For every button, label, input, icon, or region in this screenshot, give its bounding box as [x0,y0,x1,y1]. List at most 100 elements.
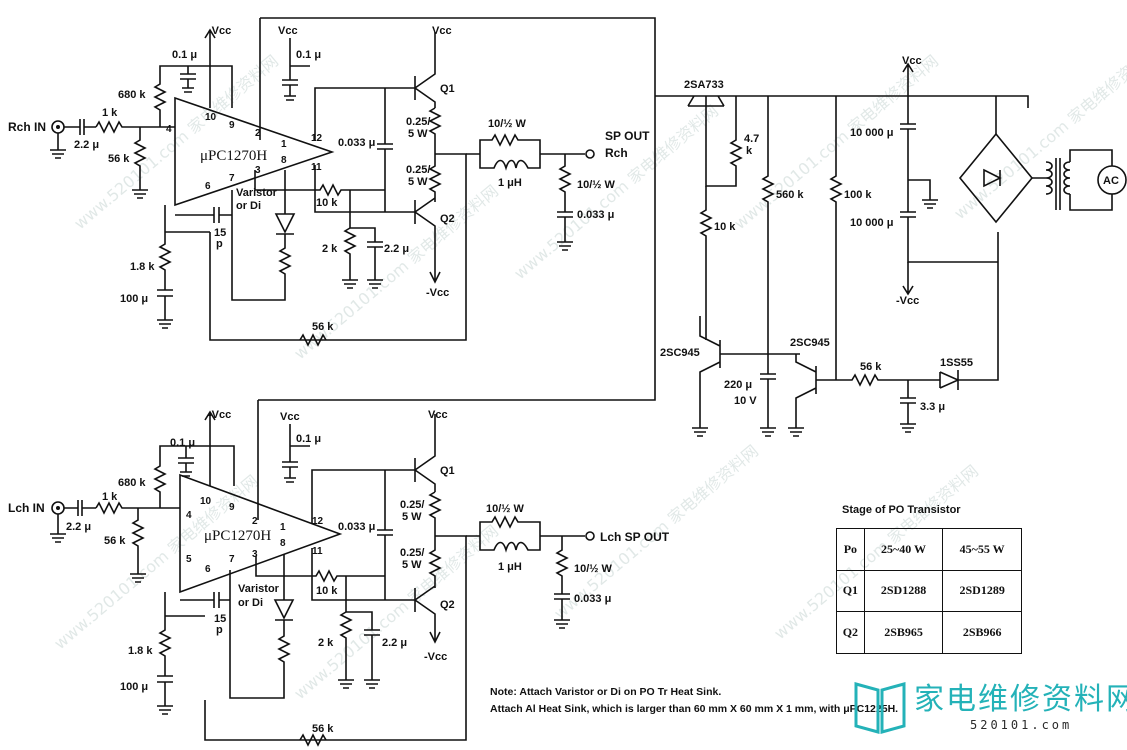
feedback-resistor-680k [153,445,235,508]
table-cell: 2SD1288 [863,569,944,613]
sp-out-terminal-icon [585,149,595,159]
transistor-2sc945-b [788,354,836,437]
zobel-r-label: 10/½ W [574,563,613,575]
feedback-bus [259,17,656,140]
sp-out-label: SP OUT [605,129,650,143]
note-line: Note: Attach Varistor or Di on PO Tr Hea… [490,686,722,698]
r025-label: 0.25/ [400,499,424,511]
sp-out-sub-label: Rch [605,146,628,160]
pin-label: 3 [252,549,258,560]
c15p-label: 15 [214,227,226,239]
c33-label: 3.3 μ [920,401,945,413]
pin-label: 7 [229,173,235,184]
left-channel-amplifier: Lch IN 2.2 μ 1 k 56 k 680 k 0.1 μ -Vcc μ… [8,96,670,747]
ic-triangle [179,473,343,594]
pin-label: 7 [229,554,235,565]
pin-label: 10 [205,112,217,123]
ps-vcc-label: Vcc [902,55,922,67]
feedback-bus [257,96,656,520]
input-jack-center [56,125,60,129]
r025-label: 0.25/ [406,116,430,128]
vcc-label: Vcc [280,411,300,423]
ground-symbol [50,133,66,159]
input-res-label: 1 k [102,107,118,119]
sp-out-label: Lch SP OUT [600,530,670,544]
zobel-r-label: 10/½ W [577,179,616,191]
l1u-label: 1 μH [498,561,522,573]
cap-220u [760,354,776,437]
driver-wire-q1 [311,469,415,524]
feedback-resistor-680k [153,65,233,127]
cap-01-label: 0.1 μ [172,49,197,61]
pin-label: 1 [281,139,287,150]
driver-wire-q1 [314,87,415,140]
input-cap-label: 2.2 μ [74,139,99,151]
neg-vcc-label: -Vcc [208,25,231,37]
cap-3-3u [900,380,916,433]
feedback-resistor-56k [299,333,327,347]
feedback-resistor-56k [299,733,327,747]
resistor-2k [338,611,354,689]
logo-text: 家电维修资料网 [914,682,1127,717]
r2k-label: 2 k [318,637,334,649]
or-di-label: or Di [238,597,263,609]
neg-vcc-arrow [204,28,216,108]
transistor-q1 [414,414,436,492]
table-header-cell: 25~40 W [863,528,944,571]
zobel-network [554,536,570,629]
bias-res-label: 56 k [108,153,130,165]
table-header-cell: 45~55 W [942,528,1022,571]
bias-resistor-56k [132,127,148,199]
transistor-2sc945-a [692,316,800,437]
cap-01b-label: 0.1 μ [296,433,321,445]
t-2sc945a-label: 2SC945 [660,347,700,359]
site-logo: 家电维修资料网 520101.com [852,672,1127,742]
cap-22u [346,611,380,689]
neg-vcc-arrow [902,262,914,296]
pin-label: 6 [205,181,211,192]
bridge-diode-icon [983,168,1002,188]
input-resistor [95,120,175,134]
r10k-label: 10 k [316,585,338,597]
vcc-decoupling-cap [282,38,310,101]
c100-label: 100 μ [120,681,148,693]
d1ss55-label: 1SS55 [940,357,973,369]
resistor-560k [761,96,775,354]
pin-label: 5 [186,554,192,565]
r10half-label: 10/½ W [488,118,527,130]
r2k-label: 2 k [322,243,338,255]
ground-symbol [50,514,66,543]
note-line: Attach Al Heat Sink, which is larger tha… [490,703,899,715]
ic-triangle [174,96,335,207]
driver-wire-q2 [314,165,415,213]
transistor-2sa733 [687,95,1029,108]
table-row: Q2 2SB965 2SB966 [836,611,1022,654]
vcc-arrow [902,62,914,96]
input-jack-center [56,506,60,510]
feedback-10k [255,556,385,612]
neg-vcc-q2-label: -Vcc [426,287,449,299]
q1-label: Q1 [440,465,455,477]
cap-01b-label: 0.1 μ [296,49,321,61]
c22-label: 2.2 μ [384,243,409,255]
r10k-label: 10 k [316,197,338,209]
resistor-2k [342,227,358,289]
r56k-feedback-label: 56 k [312,723,334,735]
r025wb-label: 5 W [402,559,422,571]
c22-label: 2.2 μ [382,637,407,649]
r10k-label: 10 k [714,221,736,233]
ps-neg-vcc-label: -Vcc [896,295,919,307]
pin-label: 12 [312,516,324,527]
c220-label: 220 μ [724,379,752,391]
r18k-label: 1.8 k [130,261,155,273]
pin-label: 6 [205,564,211,575]
resistor-1-8k-cap-100u [157,205,210,329]
table-cell: Q1 [836,569,865,613]
pin-label: 2 [252,516,258,527]
vcc-decoupling-cap [282,424,310,483]
q2-label: Q2 [440,599,455,611]
bootstrap-cap [377,470,393,600]
cap-01-label: 0.1 μ [170,437,195,449]
r56k-label: 56 k [860,361,882,373]
